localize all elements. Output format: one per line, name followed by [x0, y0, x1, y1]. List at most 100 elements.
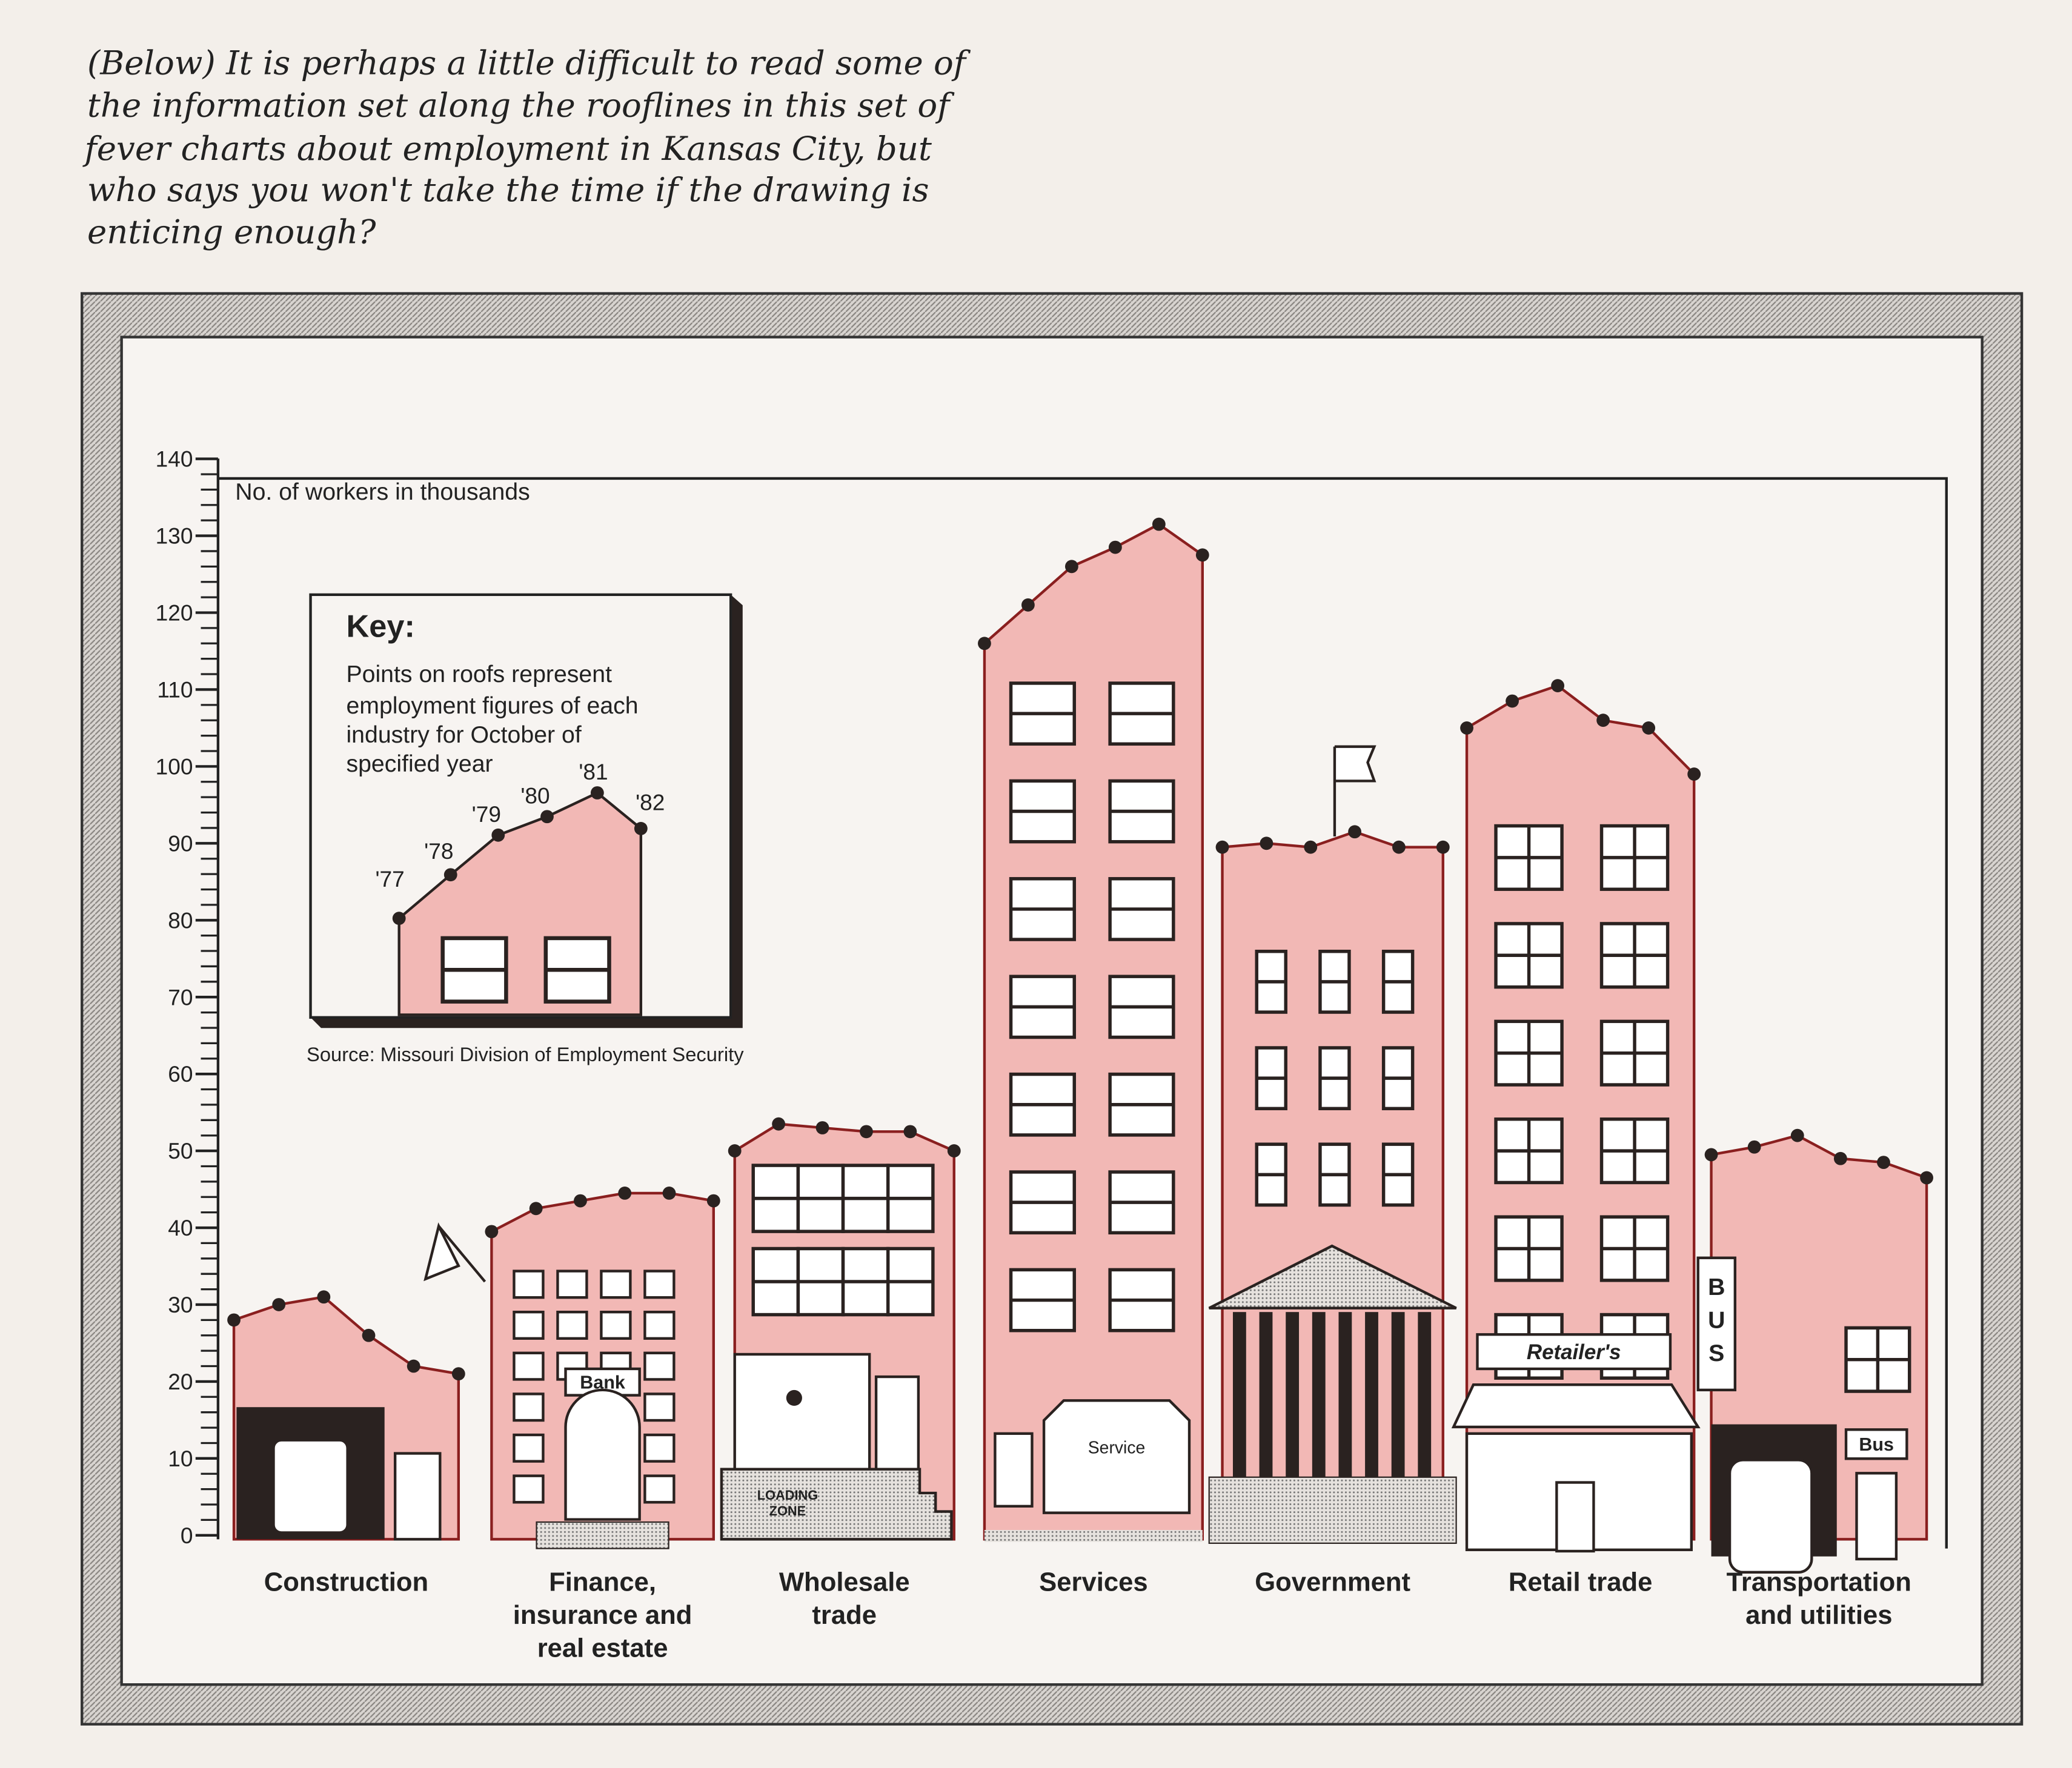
- steps: [1208, 1476, 1457, 1544]
- loading-platform: [720, 1468, 953, 1541]
- door: [994, 1432, 1034, 1508]
- key-box: Key: Points on roofs represent employmen…: [309, 593, 743, 1028]
- data-point: [1877, 1156, 1890, 1170]
- data-point: [1108, 540, 1122, 554]
- y-tick-label: 90: [168, 830, 193, 856]
- source-note: Source: Missouri Division of Employment …: [307, 1043, 744, 1065]
- bus-vertical-letter: S: [1708, 1340, 1724, 1366]
- caption-line: fever charts about employment in Kansas …: [82, 129, 932, 168]
- window: [600, 1311, 632, 1340]
- building-government: Government: [1208, 745, 1457, 1597]
- data-point: [1215, 840, 1229, 854]
- data-point: [1392, 840, 1406, 854]
- bus-vertical-letter: U: [1708, 1306, 1725, 1333]
- y-tick-label: 100: [156, 753, 193, 779]
- category-label: Wholesale: [779, 1568, 910, 1597]
- column: [1418, 1312, 1432, 1477]
- arched-door: [564, 1388, 641, 1521]
- y-tick-label: 0: [181, 1523, 193, 1548]
- y-tick-label: 130: [156, 523, 193, 549]
- data-point: [1260, 836, 1273, 850]
- data-point: [728, 1144, 742, 1157]
- retailer-sign: Retailer's: [1527, 1340, 1621, 1364]
- window: [513, 1351, 545, 1381]
- data-point: [1064, 560, 1078, 574]
- window: [513, 1474, 545, 1504]
- data-point: [1506, 694, 1519, 708]
- y-tick-label: 70: [168, 984, 193, 1010]
- key-year-label: '79: [472, 801, 501, 827]
- bus-vertical-letter: B: [1708, 1274, 1725, 1300]
- truck-icon: [272, 1439, 349, 1534]
- data-point: [1021, 598, 1035, 612]
- key-data-point: [540, 810, 554, 824]
- key-data-point: [443, 868, 457, 882]
- data-point: [272, 1298, 286, 1311]
- column: [1391, 1312, 1405, 1477]
- data-point: [407, 1359, 420, 1373]
- data-point: [1747, 1140, 1761, 1154]
- loading-zone-sign: LOADING: [757, 1488, 819, 1503]
- y-tick-label: 30: [168, 1292, 193, 1317]
- column: [1338, 1312, 1352, 1477]
- y-tick-label: 120: [156, 600, 193, 626]
- data-point: [618, 1186, 632, 1200]
- category-label: Retail trade: [1509, 1568, 1653, 1597]
- service-window: [1042, 1399, 1191, 1514]
- bus-sign: Bus: [1859, 1434, 1894, 1455]
- sidewalk: [984, 1530, 1203, 1542]
- column: [1312, 1312, 1326, 1477]
- data-point: [574, 1194, 587, 1208]
- key-text: employment figures of each: [346, 692, 638, 719]
- window: [643, 1270, 676, 1299]
- window: [513, 1270, 545, 1299]
- data-point: [947, 1144, 961, 1157]
- y-tick-label: 140: [156, 446, 193, 472]
- y-tick-label: 80: [168, 907, 193, 933]
- data-point: [317, 1290, 331, 1304]
- category-label: Services: [1039, 1568, 1147, 1597]
- data-point: [1704, 1148, 1718, 1162]
- key-title: Key:: [346, 609, 414, 644]
- data-point: [1436, 840, 1450, 854]
- data-point: [772, 1117, 786, 1131]
- data-point: [1687, 767, 1701, 781]
- pediment: [1208, 1244, 1457, 1309]
- key-year-label: '80: [520, 783, 550, 808]
- window: [513, 1311, 545, 1340]
- plot-box: [216, 459, 1948, 1549]
- category-label: insurance and: [513, 1601, 692, 1630]
- retailer-sign-board: [1476, 1333, 1672, 1371]
- data-point: [1195, 548, 1209, 562]
- y-tick-label: 50: [168, 1138, 193, 1164]
- data-point: [662, 1186, 676, 1200]
- y-tick-label: 110: [157, 677, 193, 703]
- key-example-building: '77'78'79'80'81'82: [375, 759, 665, 1016]
- data-point: [978, 637, 991, 651]
- data-point: [1596, 713, 1610, 727]
- key-data-point: [634, 821, 648, 835]
- window: [513, 1392, 545, 1422]
- data-point: [1642, 721, 1656, 735]
- window: [643, 1433, 676, 1463]
- window: [600, 1270, 632, 1299]
- category-label: Construction: [264, 1568, 428, 1597]
- key-text: industry for October of: [346, 721, 581, 748]
- window: [513, 1433, 545, 1463]
- building-construction: Construction: [227, 1290, 465, 1597]
- y-tick-label: 10: [168, 1446, 193, 1471]
- data-point: [1152, 517, 1166, 531]
- door: [874, 1375, 920, 1471]
- data-point: [362, 1328, 376, 1342]
- data-point: [903, 1125, 917, 1139]
- data-point: [1460, 721, 1473, 735]
- window: [643, 1392, 676, 1422]
- key-data-point: [392, 912, 406, 925]
- y-axis-title: No. of workers in thousands: [235, 478, 530, 505]
- caption-line: who says you won't take the time if the …: [87, 170, 929, 209]
- data-point: [706, 1194, 720, 1208]
